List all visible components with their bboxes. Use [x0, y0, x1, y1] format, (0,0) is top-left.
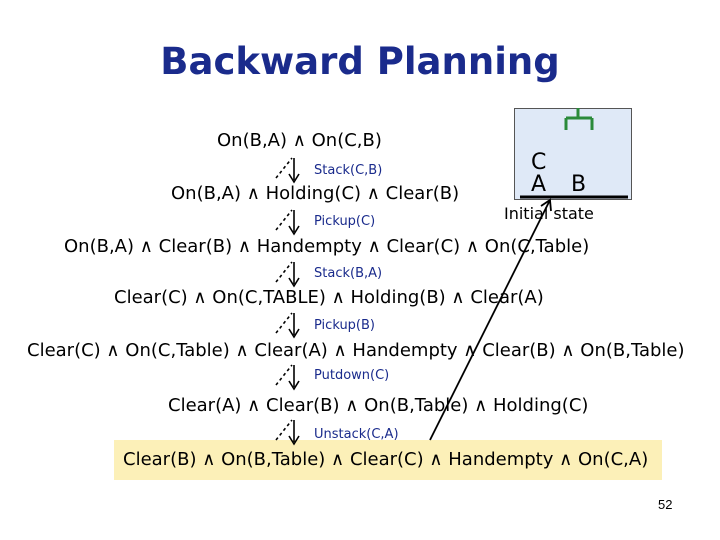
- page-number: 52: [658, 497, 673, 512]
- arrow-1: [275, 157, 300, 184]
- action-putdown-c: Putdown(C): [314, 368, 390, 383]
- slide-title: Backward Planning: [160, 40, 560, 83]
- arrow-5: [275, 364, 300, 391]
- arrow-2: [275, 209, 300, 236]
- state-6: Clear(A) ∧ Clear(B) ∧ On(B,Table) ∧ Hold…: [168, 395, 589, 416]
- gripper-icon: [564, 108, 594, 130]
- arrow-4: [275, 312, 300, 339]
- highlight-band: [114, 440, 662, 480]
- pointer-line: [429, 199, 551, 441]
- action-stack-b-a: Stack(B,A): [314, 266, 383, 281]
- action-stack-c-b: Stack(C,B): [314, 163, 383, 178]
- state-2: On(B,A) ∧ Holding(C) ∧ Clear(B): [171, 183, 460, 204]
- block-c: C: [531, 150, 547, 175]
- state-initial-match: Clear(B) ∧ On(B,Table) ∧ Clear(C) ∧ Hand…: [123, 449, 649, 470]
- action-unstack-c-a: Unstack(C,A): [314, 427, 399, 442]
- block-a: A: [531, 172, 547, 197]
- state-4: Clear(C) ∧ On(C,TABLE) ∧ Holding(B) ∧ Cl…: [114, 287, 544, 308]
- state-3: On(B,A) ∧ Clear(B) ∧ Handempty ∧ Clear(C…: [64, 236, 590, 257]
- block-b: B: [571, 172, 587, 197]
- action-pickup-b: Pickup(B): [314, 318, 375, 333]
- pointer-arrowhead: [540, 198, 552, 212]
- arrow-6: [275, 419, 300, 446]
- arrow-3: [275, 261, 300, 288]
- state-goal: On(B,A) ∧ On(C,B): [217, 130, 382, 151]
- action-pickup-c: Pickup(C): [314, 214, 376, 229]
- initial-state-box: [514, 108, 632, 200]
- initial-state-caption: Initial state: [504, 204, 594, 223]
- state-5: Clear(C) ∧ On(C,Table) ∧ Clear(A) ∧ Hand…: [27, 340, 685, 361]
